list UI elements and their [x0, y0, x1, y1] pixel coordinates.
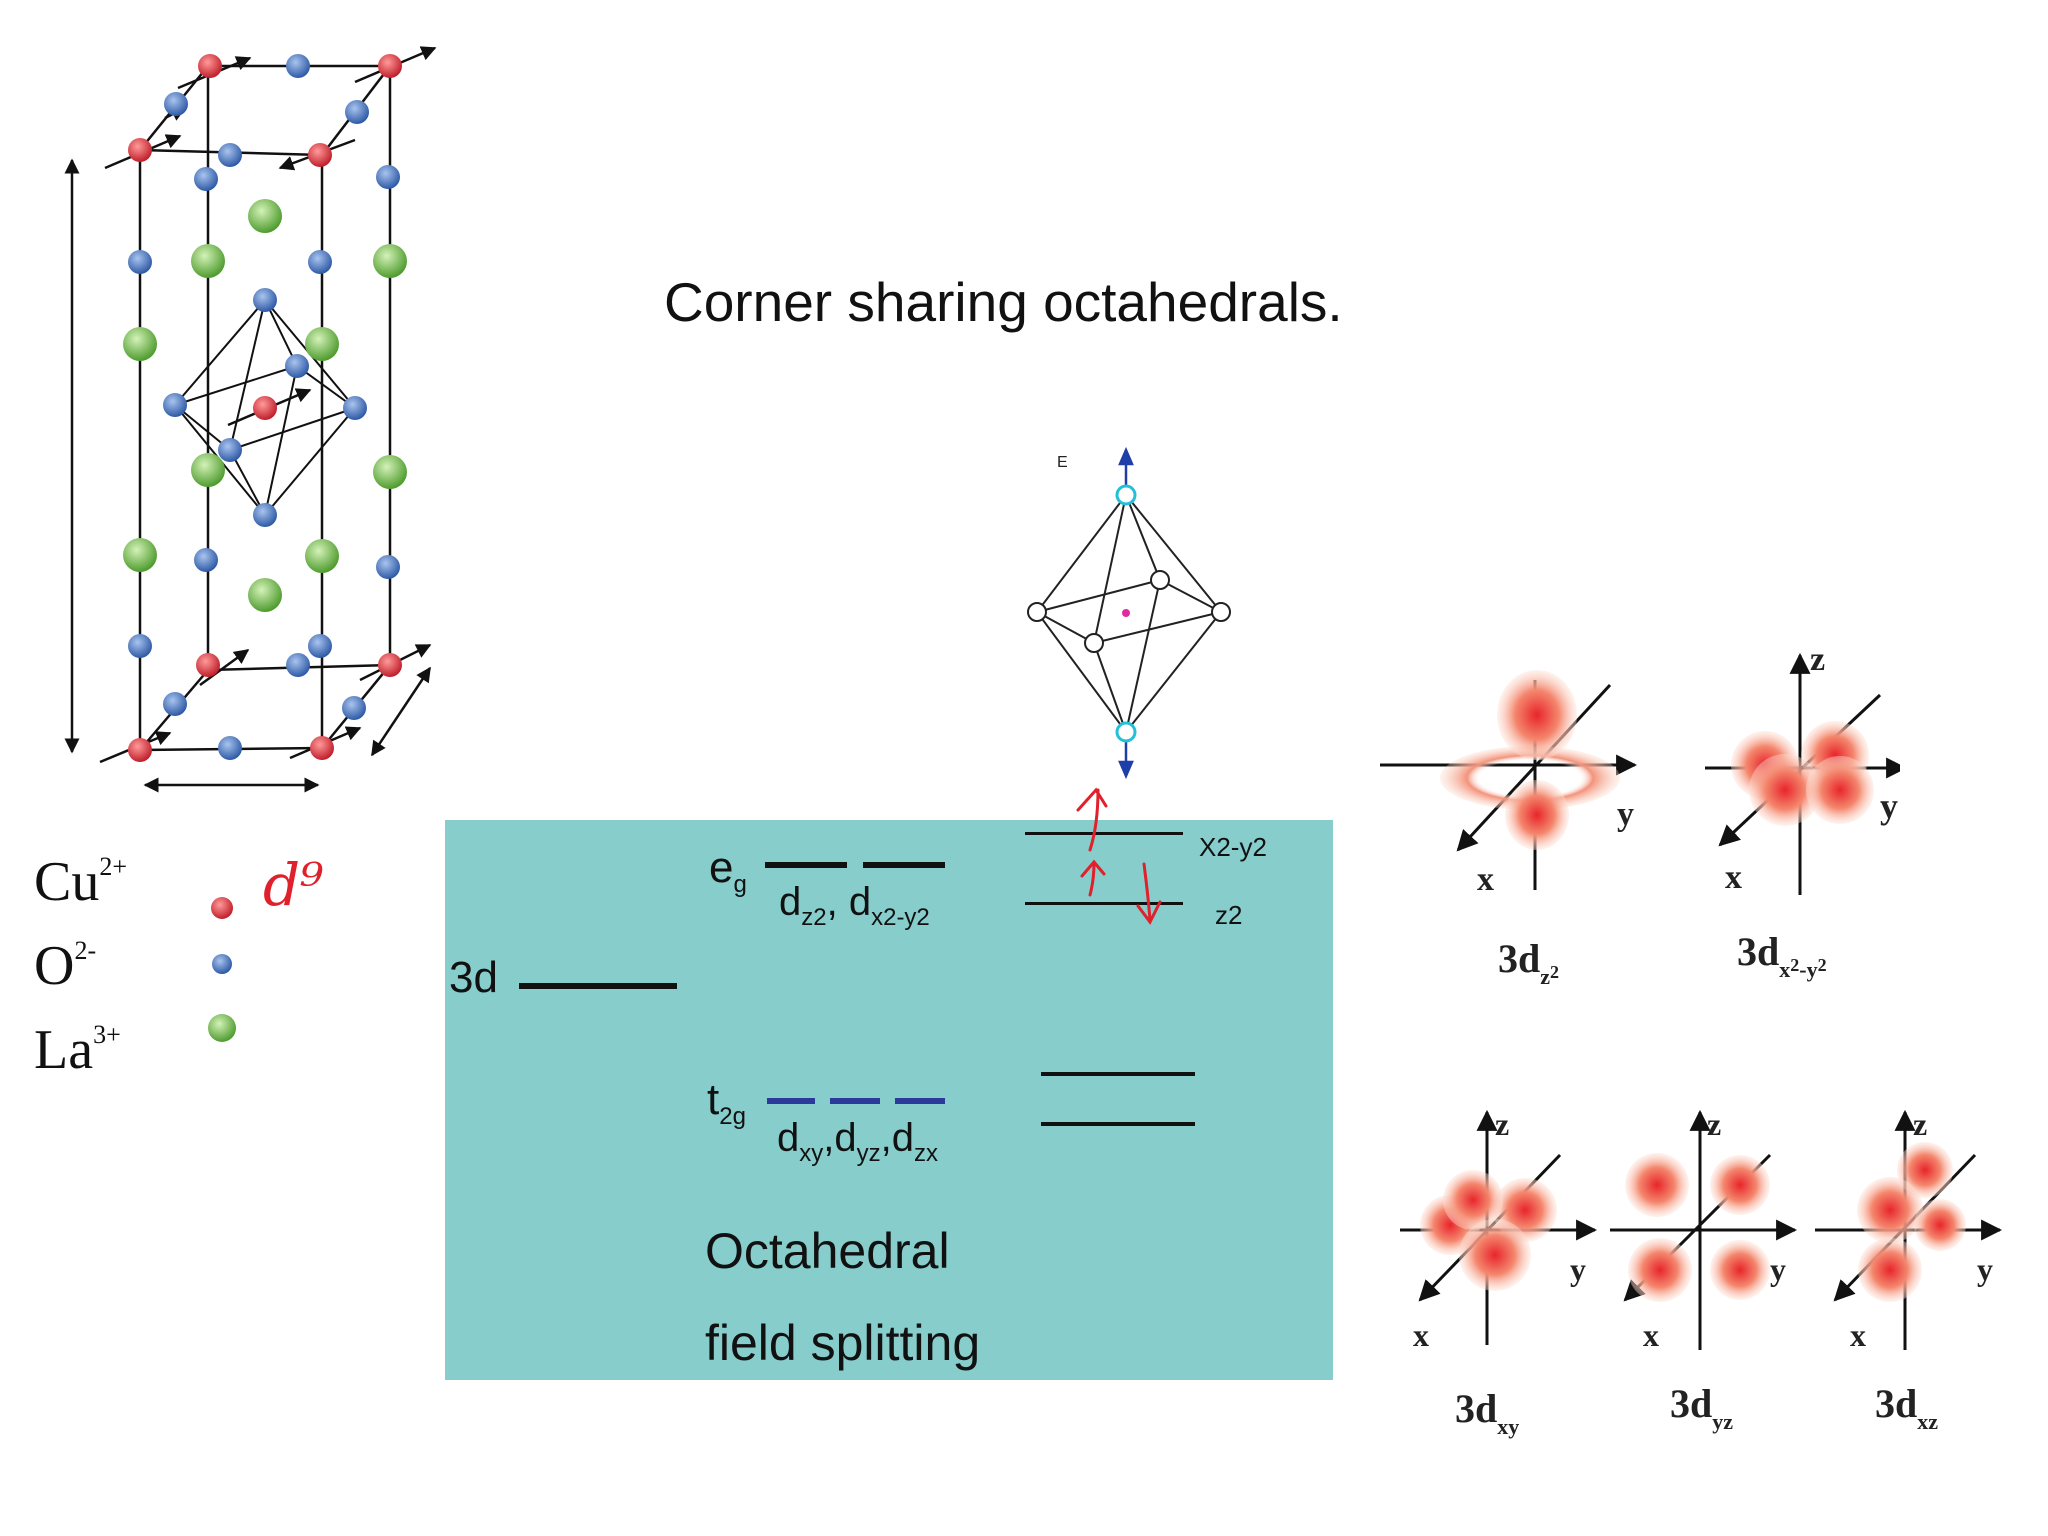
svg-text:y: y: [1977, 1251, 1993, 1287]
level-3d-label: 3d: [449, 953, 498, 1002]
svg-text:z: z: [1913, 1106, 1927, 1142]
svg-text:x: x: [1413, 1317, 1429, 1353]
svg-text:y: y: [1770, 1251, 1786, 1287]
cu2-atoms: [128, 54, 402, 762]
legend-o: O2-: [34, 935, 97, 997]
svg-text:z: z: [1707, 1106, 1721, 1142]
legend-o-swatch: [212, 954, 232, 974]
legend-cu-swatch: [211, 897, 233, 919]
t2g-bar-1: [767, 1098, 815, 1104]
svg-text:z: z: [1810, 641, 1825, 678]
handwritten-d9-note: d⁹: [263, 851, 323, 919]
orbital-dyz: z x y: [1610, 1106, 1798, 1353]
level-z2-bar: [1025, 902, 1183, 905]
svg-text:x: x: [1477, 861, 1494, 898]
legend-la: La3+: [34, 1019, 121, 1081]
t2g-orbitals-label: dxy,dyz,dzx: [777, 1116, 938, 1167]
level-z2-label: z2: [1215, 900, 1243, 930]
legend-cu: Cu2+: [34, 851, 128, 913]
crystal-field-splitting-panel: 3d eg dz2, dx2-y2 t2g dxy,dyz,dzx Octahe…: [445, 820, 1333, 1380]
o2-atoms: [128, 54, 400, 760]
dimension-arrows: [64, 158, 432, 793]
caption-line-2: field splitting: [705, 1315, 981, 1371]
orbital-dz2: x y: [1380, 670, 1638, 898]
svg-text:x: x: [1725, 859, 1742, 896]
svg-text:x: x: [1850, 1317, 1866, 1353]
eg-orbitals-label: dz2, dx2-y2: [779, 880, 930, 931]
electron-arrows-annotation: [1076, 787, 1162, 925]
label-3dxy: 3dxy: [1455, 1386, 1520, 1439]
orbital-dx2-y2: z x: [1705, 641, 1900, 896]
label-3dx2-y2: 3dx2-y2: [1737, 929, 1827, 982]
eg-bar-2: [863, 862, 945, 868]
orbital-pictures-row-2: z x y z x y z x y: [1400, 1106, 2003, 1353]
orbital-dxy: z x y: [1400, 1106, 1598, 1353]
level-x2y2-label: X2-y2: [1199, 832, 1267, 862]
orbital-pictures-row-1: x y z x: [1380, 641, 1900, 898]
octahedron-field-diagram: E: [1027, 446, 1231, 780]
eg-bar-1: [765, 862, 847, 868]
field-label: E: [1057, 454, 1068, 471]
t2g-bar-3: [895, 1098, 945, 1104]
svg-text:x: x: [1643, 1317, 1659, 1353]
level-t2g-lower-bar: [1041, 1122, 1195, 1126]
t2g-bar-2: [830, 1098, 880, 1104]
crystal-structure-diagram: [64, 46, 437, 793]
svg-text:z: z: [1495, 1106, 1509, 1142]
svg-text:d⁹: d⁹: [263, 851, 323, 919]
eg-label: eg: [709, 843, 747, 898]
label-3dxz: 3dxz: [1875, 1381, 1939, 1434]
caption-line-1: Octahedral: [705, 1223, 950, 1279]
level-x2y2-bar: [1025, 832, 1183, 835]
la3-atoms: [123, 199, 407, 612]
label-3dz2: 3dz2: [1498, 936, 1560, 989]
t2g-label: t2g: [707, 1075, 746, 1130]
level-3d-bar: [519, 983, 677, 989]
page-title: Corner sharing octahedrals.: [664, 271, 1343, 333]
orbital-dx2-y2-axis-y: y: [1880, 786, 1898, 826]
svg-text:y: y: [1617, 796, 1634, 833]
orbital-dxz: z x y: [1815, 1106, 2003, 1353]
label-3dyz: 3dyz: [1670, 1381, 1734, 1434]
legend-la-swatch: [208, 1014, 236, 1042]
level-t2g-upper-bar: [1041, 1072, 1195, 1076]
svg-text:y: y: [1570, 1251, 1586, 1287]
legend-swatches: [208, 897, 236, 1042]
